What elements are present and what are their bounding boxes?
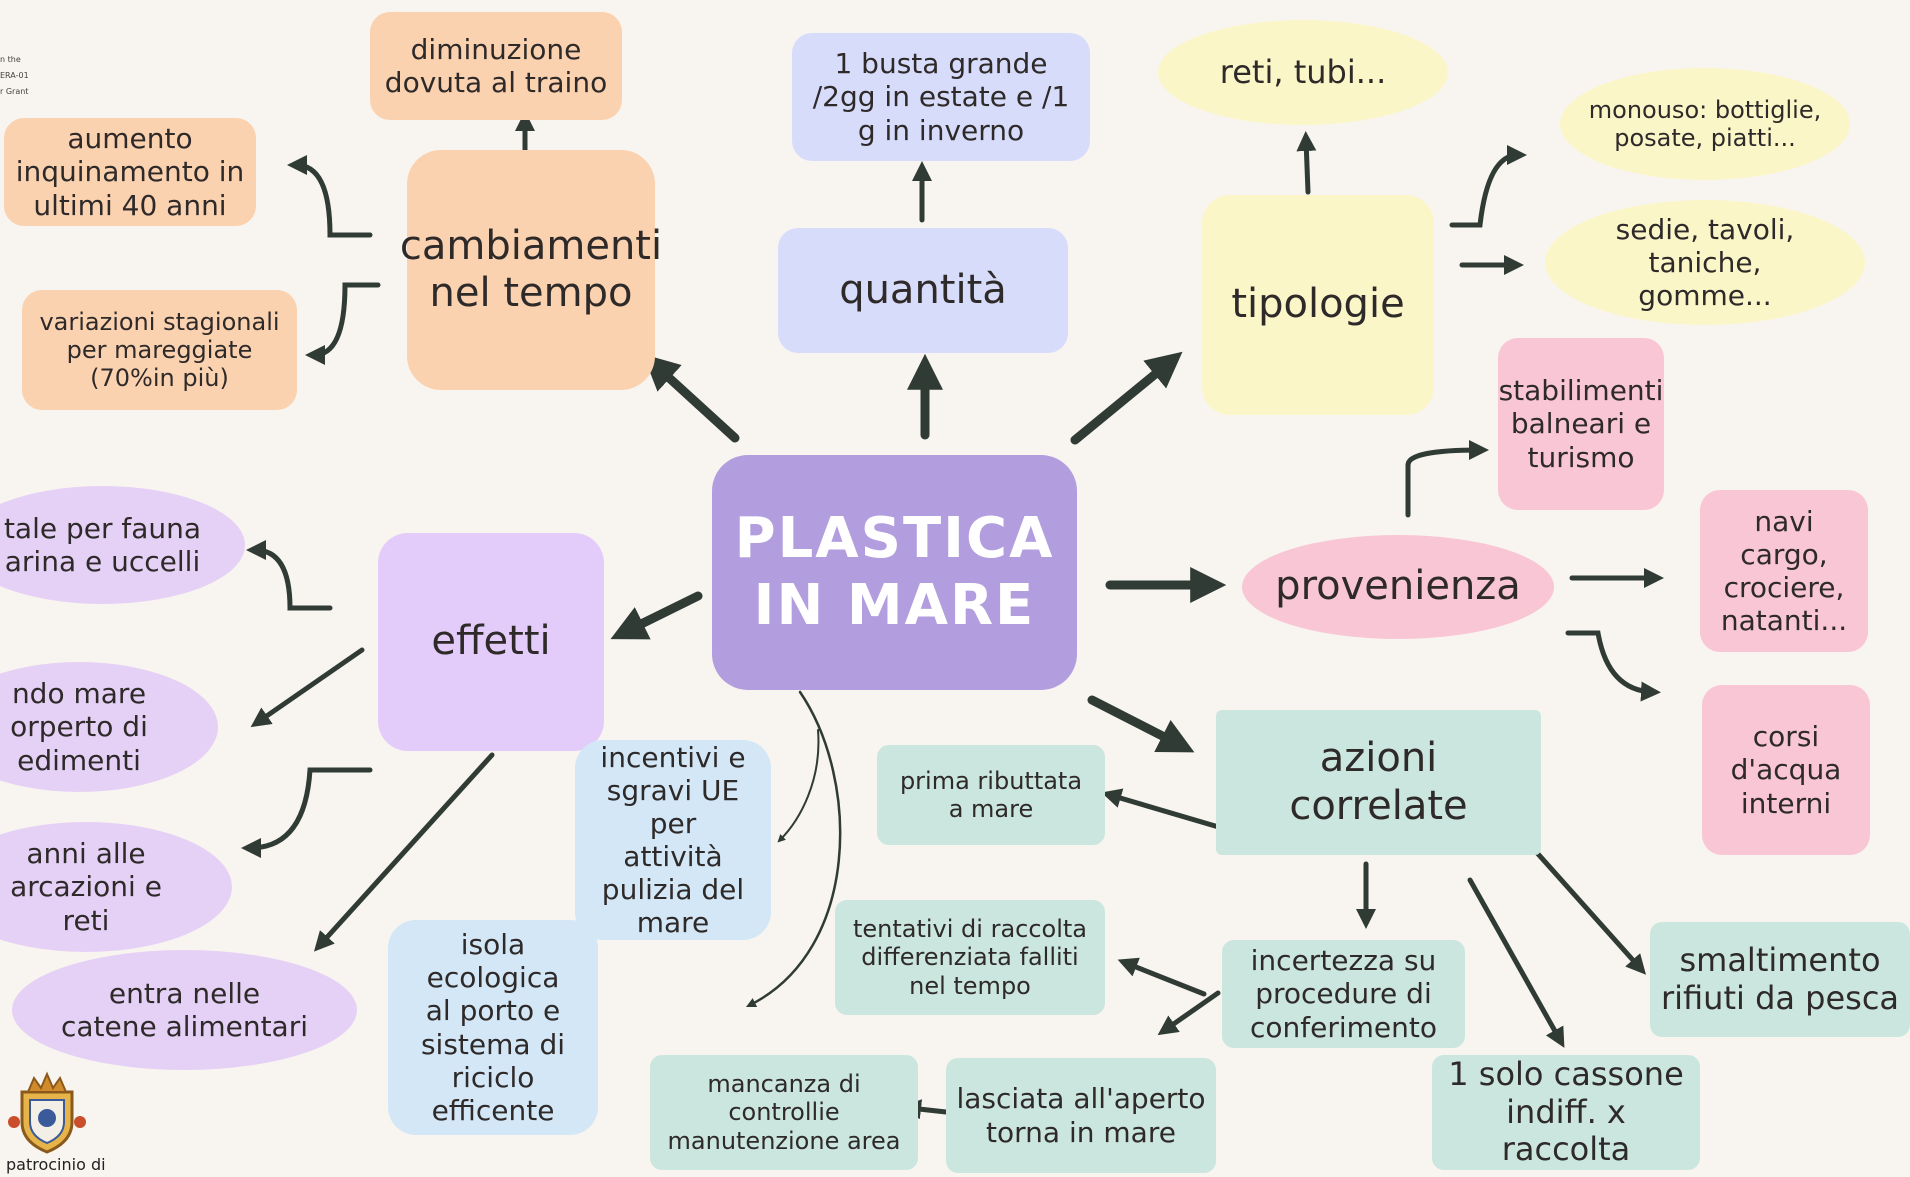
node-mancanza: mancanza di controllie manutenzione area (650, 1055, 918, 1170)
arrow-center-to-cambiamenti (643, 354, 740, 443)
node-reti-tubi: reti, tubi... (1158, 20, 1448, 125)
node-smaltimento: smaltimento rifiuti da pesca (1650, 922, 1910, 1037)
node-lasciata: lasciata all'aperto torna in mare (946, 1058, 1216, 1173)
node-aumento: aumento inquinamento in ultimi 40 anni (4, 118, 256, 226)
arrow-center-to-tipologie (1070, 351, 1183, 445)
node-tentativi: tentativi di raccolta differenziata fall… (835, 900, 1105, 1015)
node-isola: isola ecologica al porto e sistema di ri… (388, 920, 598, 1135)
hub-quantita: quantità (778, 228, 1068, 353)
coat-of-arms-logo (8, 1071, 86, 1154)
arrow-center-to-effetti (610, 591, 703, 640)
arrow-cambiamenti-variazioni (305, 282, 381, 365)
corner-line: r Grant (0, 87, 29, 96)
arrow-tipologie-monouso (1449, 145, 1527, 228)
center-node: PLASTICA IN MARE (712, 455, 1077, 690)
arrow-center-curve-small (777, 729, 820, 843)
arrow-cambiamenti-aumento (287, 155, 373, 238)
arrow-effetti-catene (313, 752, 495, 952)
node-fauna: tale per fauna arina e uccelli (0, 486, 245, 604)
node-cassone: 1 solo cassone indiff. x raccolta (1432, 1055, 1700, 1170)
arrow-provenienza-stabilimenti (1405, 440, 1489, 518)
hub-cambiamenti: cambiamenti nel tempo (400, 150, 662, 390)
corner-text: n the ERA-01 r Grant (0, 52, 29, 100)
node-danni: anni alle arcazioni e reti (0, 822, 232, 952)
hub-effetti: effetti (378, 533, 604, 751)
hub-provenienza: provenienza (1242, 535, 1554, 639)
arrow-effetti-danni (241, 767, 373, 858)
node-monouso: monouso: bottiglie, posate, piatti... (1560, 68, 1850, 180)
node-diminuzione: diminuzione dovuta al traino (370, 12, 622, 120)
node-sedie: sedie, tavoli, taniche, gomme... (1545, 200, 1865, 325)
arrow-azioni-cassone (1467, 877, 1565, 1048)
patronage-text: patrocinio di (6, 1155, 106, 1174)
node-navi: navi cargo, crociere, natanti... (1700, 490, 1868, 652)
hub-tipologie: tipologie (1202, 195, 1434, 415)
node-fondo: ndo mare orperto di edimenti (0, 662, 218, 792)
arrow-incertezza-tentativi (1117, 957, 1207, 997)
arrow-tipologie-reti (1296, 131, 1317, 195)
corner-line: ERA-01 (0, 71, 29, 80)
arrow-azioni-ributtata (1101, 788, 1225, 831)
corner-line: n the (0, 55, 21, 64)
node-catene: entra nelle catene alimentari (12, 950, 357, 1070)
node-variazioni: variazioni stagionali per mareggiate (70… (22, 290, 297, 410)
arrow-center-to-azioni (1087, 695, 1195, 753)
node-corsi: corsi d'acqua interni (1702, 685, 1870, 855)
arrow-azioni-smaltimento (1519, 833, 1646, 975)
node-incertezza: incertezza su procedure di conferimento (1222, 940, 1465, 1048)
hub-azioni: azioni correlate (1216, 710, 1541, 855)
arrow-effetti-fondo (250, 647, 365, 728)
node-stabilimenti: stabilimenti balneari e turismo (1498, 338, 1664, 510)
node-incentivi: incentivi e sgravi UE per attività puliz… (575, 740, 771, 940)
arrow-provenienza-corsi (1565, 630, 1661, 702)
node-ributtata: prima ributtata a mare (877, 745, 1105, 845)
arrow-center-curve (745, 690, 842, 1008)
node-busta: 1 busta grande /2gg in estate e /1 g in … (792, 33, 1090, 161)
arrow-effetti-fauna (246, 540, 333, 611)
arrow-incertezza-lasciata (1157, 990, 1221, 1036)
